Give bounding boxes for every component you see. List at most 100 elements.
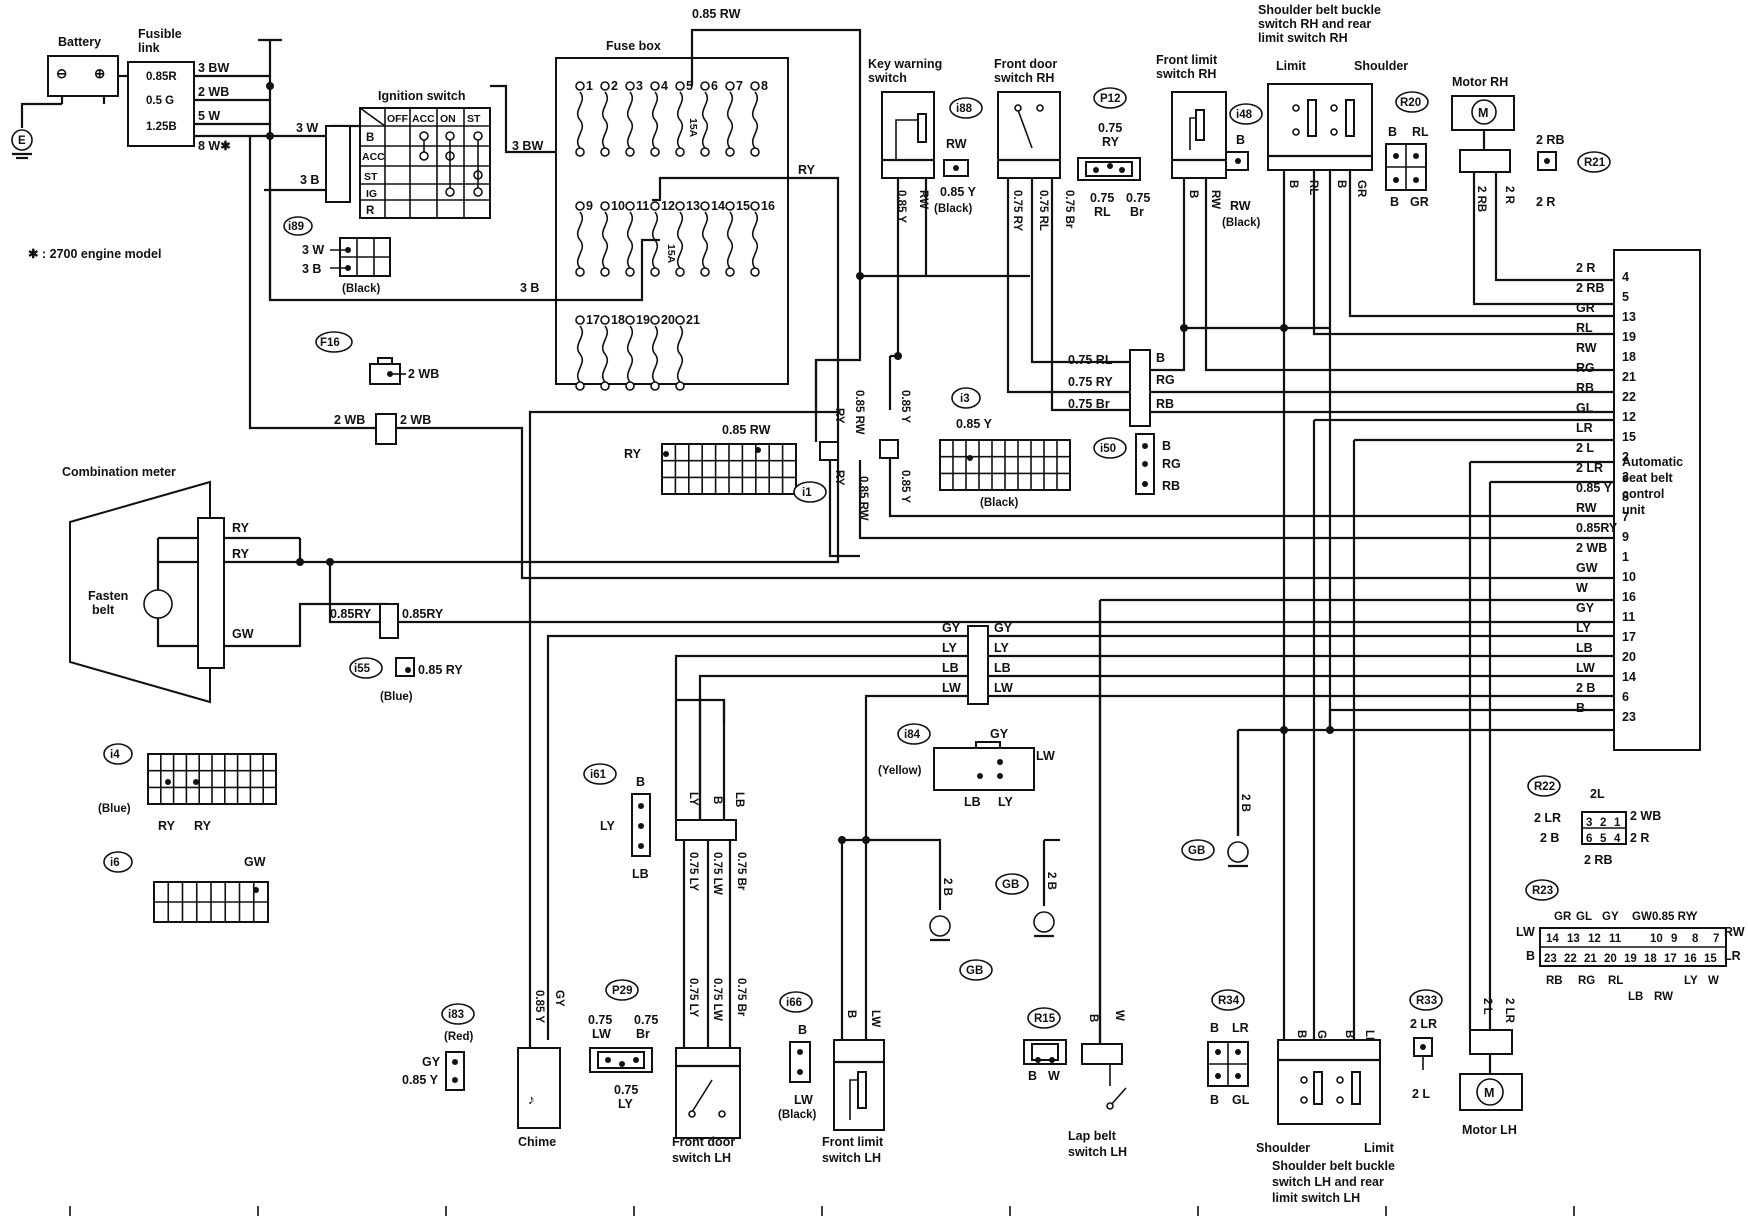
svg-text:Fuse box: Fuse box [606,39,661,53]
control-unit-wire-label: 2 LR [1576,461,1603,475]
control-unit-pin-number: 15 [1622,430,1636,444]
lap-belt-switch-lh: B W Lap belt switch LH [1068,600,1127,1159]
fuse-element [651,325,659,383]
motor-lh-icon [1476,1078,1504,1106]
svg-text:B: B [366,132,374,144]
fuse-element [751,211,759,269]
r23-wire-label: 0.85 RY [1652,911,1693,923]
fuse-element [576,91,584,149]
svg-text:LY: LY [687,792,699,806]
fuse-element [601,325,609,383]
r23-wire-label: GR [1554,911,1572,923]
r23-wire-label: LY [1684,975,1698,987]
buckle-switch-rh: Shoulder belt buckle switch RH and rear … [1258,3,1614,1060]
svg-text:RG: RG [1156,373,1175,387]
fuse-terminal [600,381,610,391]
svg-text:switch LH: switch LH [822,1151,881,1165]
fuse-terminal [650,381,660,391]
svg-text:P12: P12 [1100,93,1120,105]
svg-text:R33: R33 [1416,995,1437,1007]
fuse-terminal [750,81,760,91]
fuse-terminal [600,315,610,325]
control-unit-wire-label: 2 L [1576,441,1594,455]
svg-text:2 B: 2 B [1540,831,1559,845]
svg-text:R15: R15 [1034,1013,1056,1025]
svg-text:i55: i55 [354,663,371,675]
svg-text:GW: GW [244,855,266,869]
svg-text:0.85RY: 0.85RY [330,607,372,621]
svg-text:i3: i3 [960,393,970,405]
svg-text:GB: GB [966,965,983,977]
fuse-number: 5 [686,79,693,93]
fuse-terminal [650,147,660,157]
fuse-terminal [650,267,660,277]
r23-wire-label: RW [1654,991,1673,1003]
svg-text:2 R: 2 R [1536,195,1555,209]
control-unit-pin-number: 10 [1622,570,1636,584]
svg-text:limit switch RH: limit switch RH [1258,31,1348,45]
control-unit-wire-label: LY [1576,621,1591,635]
front-door-switch-lh: Front door switch LH [672,1047,741,1165]
fusible-link-0.5G: 0.5 G [146,95,174,107]
svg-text:0.85 Y: 0.85 Y [402,1073,439,1087]
ground-icon [1033,911,1055,933]
fuse-element [701,91,709,149]
svg-text:0.85 Y: 0.85 Y [899,470,911,503]
svg-text:RY: RY [833,470,845,486]
fuse-terminal [750,201,760,211]
svg-text:i50: i50 [1100,443,1116,455]
r23-pin: 14 [1546,933,1559,945]
control-unit-wire-label: LW [1576,661,1595,675]
i4-grid [148,754,276,805]
control-unit-wire-label: RG [1576,361,1595,375]
control-unit-wire-label: GL [1576,401,1594,415]
svg-text:i83: i83 [448,1009,464,1021]
fuse-terminal [575,267,585,277]
fuse-terminal [600,81,610,91]
r23-pin: 20 [1604,953,1617,965]
control-unit-wire-label: B [1576,701,1585,715]
r23-pin: 10 [1650,933,1663,945]
svg-text:i61: i61 [590,769,607,781]
fuse-element [726,211,734,269]
connector-r15: R15 B W [1023,1007,1067,1083]
connector-i6: i6 GW [103,851,269,923]
fuse-terminal [625,201,635,211]
fuse-terminal [675,147,685,157]
control-unit-pin-number: 12 [1622,410,1636,424]
fuse-number: 6 [711,79,718,93]
svg-text:Shoulder: Shoulder [1354,59,1408,73]
svg-text:GL: GL [1232,1093,1250,1107]
r23-pin: 8 [1692,933,1699,945]
fuse-terminal [725,201,735,211]
fuse-terminal [600,201,610,211]
fuse-element [751,91,759,149]
svg-text:GB: GB [1188,845,1205,857]
svg-text:(Black): (Black) [342,283,381,295]
connector-r20: R20 B RL B GR [1385,91,1429,209]
svg-text:B: B [1236,133,1245,147]
r23-pin: 11 [1609,933,1622,945]
fuse-terminal [725,267,735,277]
svg-text:0.75 RL: 0.75 RL [1068,353,1113,367]
buckle-switch-lh: B GL B LR Shoulder Limit Shoulder belt b… [1256,1030,1395,1205]
connector-r21: 2 RB 2 R R21 [1536,133,1611,209]
svg-text:LY: LY [618,1097,633,1111]
fuse-number: 13 [686,199,700,213]
svg-text:B: B [1343,1030,1355,1038]
svg-text:0.85 Y: 0.85 Y [533,990,545,1023]
fusible-link-1.25B: 1.25B [146,121,177,133]
fuse-number: 14 [711,199,725,213]
svg-text:B: B [1162,439,1171,453]
svg-text:15A: 15A [665,244,677,264]
motor-lh: 2 L 2 LR M Motor LH [1459,998,1523,1137]
fuse-number: 19 [636,313,650,327]
r23-pin: 17 [1664,953,1677,965]
i6-grid [154,882,268,922]
svg-text:GY: GY [422,1055,441,1069]
svg-text:GB: GB [1002,879,1019,891]
connector-i89: i89 3 W 3 B (Black) 3 B [268,190,660,302]
combination-meter: Combination meter Fasten belt RY RY GW 0… [62,430,1614,704]
svg-text:ACC: ACC [412,113,435,125]
svg-text:B: B [1390,195,1399,209]
